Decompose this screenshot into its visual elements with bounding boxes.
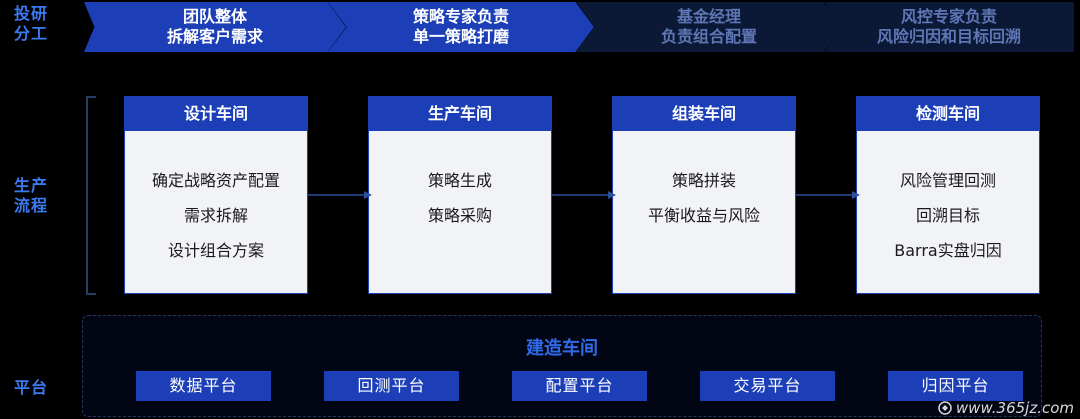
workshop-line: 平衡收益与风险 [647,206,760,225]
watermark-logo-icon [938,401,952,415]
watermark-text: www.365jz.com [955,399,1074,417]
side-label-process: 生产 流程 [14,176,49,215]
workshop-line: 策略生成 [427,171,492,190]
watermark: www.365jz.com [938,399,1074,417]
role-chevron-team: 团队整体 拆解客户需求 [84,2,346,52]
platform-container: 建造车间 数据平台 回测平台 配置平台 交易平台 归因平台 [82,315,1042,417]
platform-item-data: 数据平台 [136,371,271,401]
workshop-title: 组装车间 [613,97,795,131]
platform-item-trading: 交易平台 [700,371,835,401]
side-label-platform: 平台 [14,378,49,397]
workshop-card-design: 设计车间 确定战略资产配置 需求拆解 设计组合方案 [124,96,308,294]
role-chevron-fund-manager: 基金经理 负责组合配置 [576,2,842,52]
workshop-title: 生产车间 [369,97,551,131]
workshop-card-assembly: 组装车间 策略拼装 平衡收益与风险 [612,96,796,294]
workshop-line: 设计组合方案 [167,241,264,260]
workshop-line: 策略拼装 [671,171,736,190]
workshop-line: Barra实盘归因 [894,241,1002,260]
platform-item-backtest: 回测平台 [324,371,459,401]
flow-arrow-icon [796,191,860,199]
platform-item-allocation: 配置平台 [512,371,647,401]
flow-arrow-icon [308,191,372,199]
platform-title: 建造车间 [526,338,598,359]
workshop-line: 风险管理回测 [899,171,996,190]
process-bracket [86,96,96,295]
workshop-card-testing: 检测车间 风险管理回测 回溯目标 Barra实盘归因 [856,96,1040,294]
workshop-line: 需求拆解 [183,206,248,225]
platform-item-attribution: 归因平台 [888,371,1023,401]
role-chevron-risk-expert: 风控专家负责 风险归因和目标回溯 [824,2,1074,52]
workshop-title: 设计车间 [125,97,307,131]
workshop-line: 回溯目标 [915,206,980,225]
side-label-research: 投研 分工 [14,4,49,43]
workshop-card-production: 生产车间 策略生成 策略采购 [368,96,552,294]
workshop-line: 策略采购 [427,206,492,225]
workshop-title: 检测车间 [857,97,1039,131]
role-chevron-strategy-expert: 策略专家负责 单一策略打磨 [328,2,594,52]
flow-arrow-icon [552,191,616,199]
workshop-line: 确定战略资产配置 [151,171,280,190]
